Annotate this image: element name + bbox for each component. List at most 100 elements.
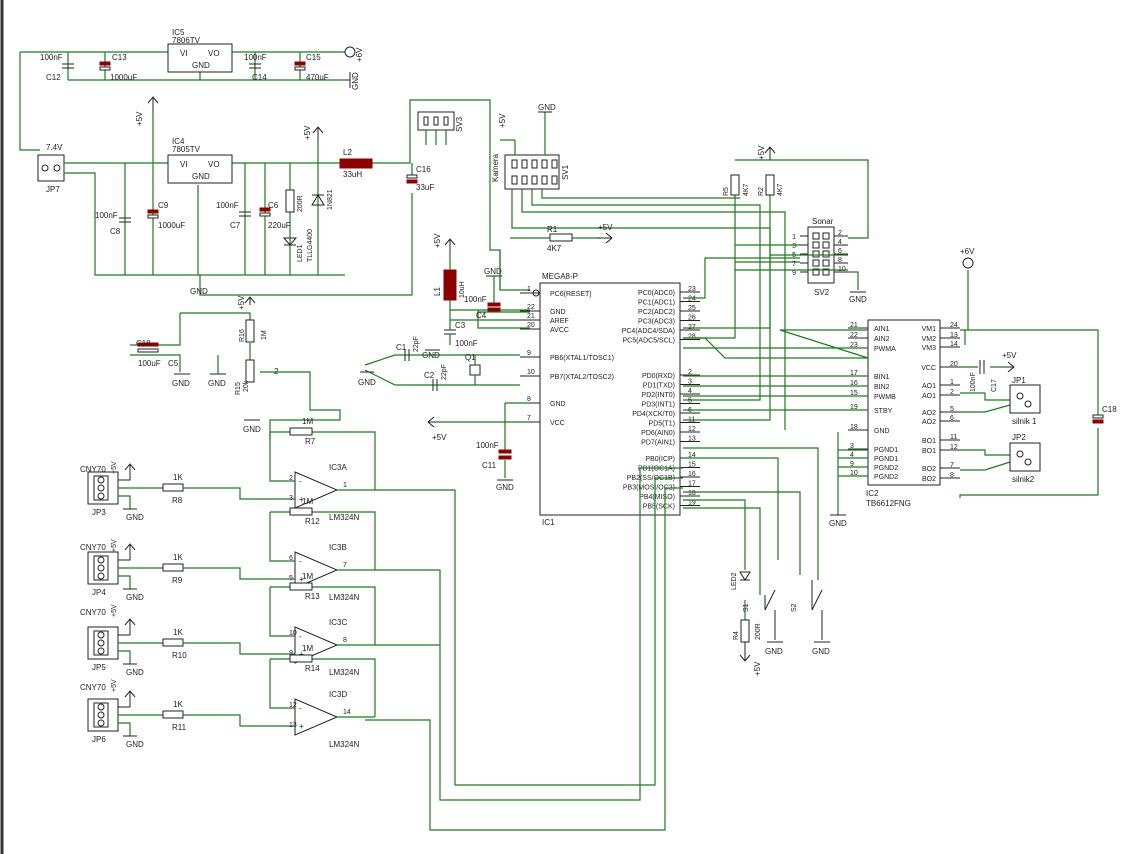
ic1-right-pin-num: 17 [688, 481, 696, 488]
feedback-resistor [289, 582, 313, 591]
sensor-supply: +5V [111, 679, 118, 692]
opamp-minus: - [299, 632, 302, 641]
c4-ref: C4 [476, 311, 487, 320]
ic2-left-pin-num: 4 [850, 452, 854, 459]
c7-value: 100nF [216, 201, 239, 210]
sv2-pin-num: 3 [792, 243, 796, 250]
net-5v-led2: +5V [753, 661, 762, 676]
feedback-resistor [289, 654, 313, 663]
r1-ref: R1 [547, 225, 558, 234]
ic2-right-pin-num: 12 [950, 444, 958, 451]
net-5v-d1: +5V [303, 125, 312, 140]
sensor-gnd: GND [126, 668, 144, 677]
opamp-pin-out: 14 [343, 709, 351, 716]
ic2-right-pin-name: AO2 [922, 410, 936, 417]
sensor-supply-arrow [118, 543, 136, 561]
opamp-minus: - [299, 477, 302, 486]
ic1-left-pin-num: 21 [527, 313, 535, 320]
net-gnd-s2: GND [812, 647, 830, 656]
ic2-left-pin-num: 18 [850, 424, 858, 431]
r16-value: 1M [261, 330, 268, 340]
ic2-left-pin-name: PWMA [874, 346, 896, 353]
c8-value: 100nF [95, 211, 118, 220]
feedback-res-value: 1M [302, 417, 313, 426]
ic2-left-pin-num: 10 [850, 470, 858, 477]
sv2-pin [812, 241, 820, 249]
ic2-right-pin-name: BO2 [922, 466, 936, 473]
ic1-right-pin-name: PB5(SCK) [643, 504, 675, 511]
ic1-left-pin-num: 9 [527, 350, 531, 357]
ic1-value: MEGA8-P [542, 272, 578, 281]
ic5-pin-gnd: GND [192, 61, 210, 70]
feedback-res-ref: R7 [305, 437, 316, 446]
ic2-left-pin-num: 17 [850, 370, 858, 377]
opamp-ref: IC3B [329, 543, 347, 552]
ic2-left-pin-name: STBY [874, 408, 893, 415]
sv2-pin-num: 7 [792, 261, 796, 268]
ic2-left-pin-num: 9 [850, 461, 854, 468]
ic1-mega8: MEGA8-P IC1 1PC6(RESET)22GND21AREF20AVCC… [520, 272, 700, 527]
net-5v-ic2: +5V [1002, 351, 1017, 360]
ic1-left-pin-num: 10 [527, 369, 535, 376]
ic2-right-pin-name: BO1 [922, 448, 936, 455]
c12-ref: C12 [46, 73, 61, 82]
sv1-label: Kamera [491, 153, 500, 182]
ic2-ref: IC2 [866, 489, 879, 498]
ic5-ref: IC5 [172, 28, 185, 37]
ic1-right-pin-name: PB0(ICP) [645, 456, 675, 463]
ic1-left-pin-name: PC6(RESET) [550, 291, 592, 298]
opamp-ref: IC3C [329, 618, 347, 627]
opamp-pin-minus: 6 [289, 555, 293, 562]
ic1-left-pin-name: AREF [550, 318, 569, 325]
ic2-left-pin-name: PGND2 [874, 465, 898, 472]
ic2-left-pin-name: PWMB [874, 394, 896, 401]
c9-ref: C9 [158, 201, 169, 210]
opamp-minus: - [299, 704, 302, 713]
ic4-pin-gnd: GND [192, 172, 210, 181]
ic1-right-pin-num: 13 [688, 436, 696, 443]
feedback-res-ref: R14 [305, 664, 320, 673]
ic2-left-pin-name: AIN2 [874, 336, 890, 343]
ic1-right-pin-name: PC5(ADC5/SCL) [622, 338, 675, 345]
opamp-value: LM324N [329, 668, 359, 677]
c16-value: 33uF [416, 183, 434, 192]
ic1-left-pin-num: 8 [527, 396, 531, 403]
sv2-pin [822, 232, 830, 240]
opamp-pin-out: 1 [343, 482, 347, 489]
opamp-in-wire [183, 642, 295, 655]
feedback-res-value: 1M [302, 497, 313, 506]
feedback-res-value: 1M [302, 644, 313, 653]
jp2-ref: JP2 [1012, 433, 1026, 442]
ic2-right-pin-name: VM2 [922, 336, 937, 343]
l1-ref: L1 [433, 287, 442, 296]
ic2-right-pin-name: VM1 [922, 326, 937, 333]
sv2-pin [822, 250, 830, 258]
net-gnd-reg: GND [190, 287, 208, 296]
opamp-value: LM324N [329, 513, 359, 522]
ic1-right-pin-name: PB1(OC1A) [638, 466, 675, 473]
c14-value: 100nF [244, 53, 267, 62]
sv3-connector: SV3 [417, 111, 464, 145]
sensor-pin [97, 572, 105, 580]
ic2-left-pin-num: 15 [850, 390, 858, 397]
ic1-right-pin-name: PC1(ADC1) [638, 300, 675, 307]
ic2-left-pin-name: GND [874, 428, 890, 435]
sensor-supply-arrow [118, 690, 136, 708]
input-res-value: 1K [173, 700, 183, 709]
user-io: LED2 R4 200R +5V S1 S2 GND GND [683, 447, 830, 676]
r4-value: 200R [755, 623, 762, 640]
ic2-left-pin-num: 16 [850, 380, 858, 387]
sv2-pin [812, 259, 820, 267]
ic1-right-pin-name: PD7(AIN1) [641, 440, 675, 447]
net-gnd-c4: GND [484, 267, 502, 276]
c6-value: 220uF [268, 221, 291, 230]
ic1-left-pin-num: 22 [527, 304, 535, 311]
feedback-res-ref: R13 [305, 592, 320, 601]
sensor-gnd-wire [118, 722, 131, 736]
ic1-right-pin-name: PD4(XCK/T0) [632, 411, 675, 418]
sv2-pin [812, 232, 820, 240]
led1-value: TLLG4400 [307, 229, 314, 262]
r1-value: 4K7 [547, 244, 562, 253]
opamp-in-wire [183, 714, 295, 727]
